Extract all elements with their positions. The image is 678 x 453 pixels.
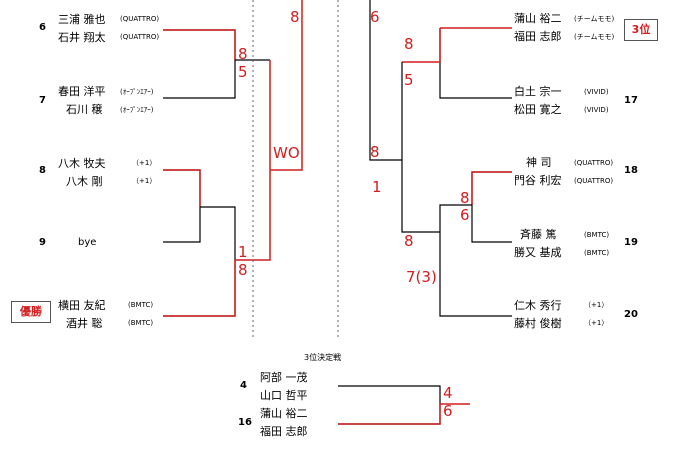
- player-name: 仁木 秀行: [514, 299, 562, 312]
- winner-line: [163, 260, 236, 317]
- player-name: 藤村 俊樹: [514, 317, 562, 330]
- third-place-badge: 3位: [624, 19, 658, 41]
- player-name: 蒲山 裕二: [260, 407, 308, 420]
- team-name: (チームモモ): [574, 15, 615, 23]
- match-line: [401, 62, 440, 233]
- score: 1: [238, 243, 248, 261]
- score: 5: [404, 71, 414, 89]
- score: 8: [370, 143, 380, 161]
- winner-line: [338, 403, 470, 425]
- match-line: [439, 28, 512, 99]
- score: 1: [372, 178, 382, 196]
- seed-number: 17: [624, 95, 638, 106]
- score: 8: [404, 35, 414, 53]
- match-line: [338, 385, 441, 425]
- score: 4: [443, 384, 453, 402]
- player-name: 勝又 基成: [514, 246, 562, 259]
- seed-number: 8: [39, 165, 46, 176]
- team-name: (QUATTRO): [120, 33, 160, 41]
- team-name: （+1）: [132, 177, 157, 185]
- winner-line: [270, 0, 303, 171]
- player-name: 福田 志郎: [514, 30, 562, 43]
- seed-number: 19: [624, 237, 638, 248]
- match-line: [439, 204, 512, 317]
- team-name: (チームモモ): [574, 33, 615, 41]
- seed-number: 9: [39, 237, 46, 248]
- score: 6: [370, 8, 380, 26]
- player-name: 三浦 雅也: [58, 13, 106, 26]
- team-name: (BMTC): [128, 319, 154, 327]
- team-name: (VIVID): [584, 88, 609, 96]
- team-name: （+1）: [132, 159, 157, 167]
- player-name: 白土 宗一: [514, 85, 562, 98]
- seed-number: 7: [39, 95, 46, 106]
- team-name: (BMTC): [584, 249, 610, 257]
- match-line: [471, 171, 512, 243]
- match-line: [369, 0, 402, 161]
- team-name: (BMTC): [128, 301, 154, 309]
- seed-number: 4: [240, 380, 247, 391]
- player-name: 石川 穣: [66, 103, 103, 116]
- player-name: 八木 剛: [66, 175, 103, 188]
- player-name: 斉藤 篤: [520, 228, 557, 241]
- player-name: 山口 哲平: [260, 389, 308, 402]
- player-name: 横田 友紀: [58, 299, 106, 312]
- seed-number: 20: [624, 309, 638, 320]
- player-name: 神 司: [526, 156, 552, 169]
- team-name: （+1）: [584, 301, 609, 309]
- winner-line: [471, 171, 512, 205]
- score: 8: [460, 189, 470, 207]
- player-name: 門谷 利宏: [514, 174, 562, 187]
- team-name: (QUATTRO): [574, 159, 614, 167]
- team-name: (QUATTRO): [120, 15, 160, 23]
- player-name: 阿部 一茂: [260, 371, 308, 384]
- third-place-title: 3位決定戦: [304, 353, 342, 362]
- team-name: (BMTC): [584, 231, 610, 239]
- player-name: bye: [78, 237, 97, 248]
- player-name: 酒井 聡: [66, 317, 103, 330]
- team-name: (VIVID): [584, 106, 609, 114]
- winner-line: [163, 29, 236, 60]
- score: 5: [238, 63, 248, 81]
- match-line: [163, 29, 236, 99]
- score: 8: [238, 45, 248, 63]
- match-line: [163, 206, 236, 317]
- team-name: (QUATTRO): [574, 177, 614, 185]
- seed-number: 6: [39, 22, 46, 33]
- score: 8: [238, 261, 248, 279]
- score: WO: [273, 144, 300, 162]
- player-name: 八木 牧夫: [58, 157, 106, 170]
- seed-number: 16: [238, 417, 252, 428]
- winner-line: [163, 169, 201, 207]
- player-name: 松田 寛之: [514, 103, 562, 116]
- player-name: 春田 洋平: [58, 85, 106, 98]
- seed-number: 18: [624, 165, 638, 176]
- player-name: 蒲山 裕二: [514, 12, 562, 25]
- team-name: (ｵｰﾌﾟﾝｴｱｰ): [120, 106, 154, 114]
- score: 8: [404, 232, 414, 250]
- player-name: 福田 志郎: [260, 425, 308, 438]
- score: 8: [290, 8, 300, 26]
- player-name: 石井 翔太: [58, 31, 106, 44]
- match-line: [163, 169, 201, 243]
- score: 6: [443, 402, 453, 420]
- score: 7(3): [406, 268, 437, 286]
- champion-badge: 優勝: [11, 301, 51, 323]
- team-name: (ｵｰﾌﾟﾝｴｱｰ): [120, 88, 154, 96]
- score: 6: [460, 206, 470, 224]
- team-name: （+1）: [584, 319, 609, 327]
